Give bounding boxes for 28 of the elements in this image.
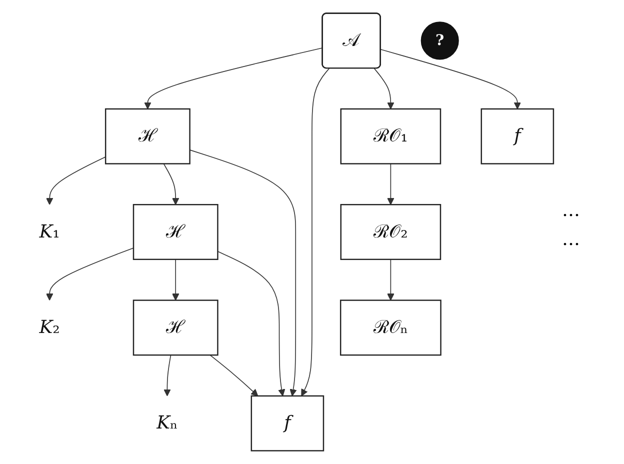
arrow bbox=[387, 163, 394, 205]
node-text: 𝐾₁ bbox=[39, 222, 60, 242]
arrow bbox=[46, 248, 134, 301]
arrow bbox=[164, 354, 172, 396]
node-circle: ? bbox=[420, 22, 459, 60]
node-box: ℋ bbox=[104, 108, 190, 164]
node-box: ℋ bbox=[132, 300, 218, 356]
arrow bbox=[217, 251, 286, 396]
node-text: 𝐾₂ bbox=[39, 317, 60, 338]
arrow bbox=[374, 68, 394, 110]
node-text: 𝐾ₙ bbox=[156, 413, 178, 434]
arrow bbox=[144, 47, 324, 110]
arrow bbox=[163, 163, 180, 205]
node-box: ℛ𝒪₁ bbox=[340, 108, 442, 164]
arrow bbox=[172, 258, 180, 301]
arrow bbox=[301, 68, 330, 396]
arrow bbox=[380, 49, 522, 110]
ellipsis-text: … bbox=[562, 229, 581, 250]
ellipsis-text: … bbox=[562, 200, 581, 221]
arrow bbox=[210, 354, 258, 396]
arrow bbox=[387, 258, 394, 301]
node-box: ℛ𝒪₂ bbox=[340, 204, 442, 260]
node-box: 𝑓 bbox=[250, 395, 324, 452]
arrow bbox=[189, 150, 297, 396]
node-box: ℛ𝒪ₙ bbox=[340, 300, 442, 356]
node-box: 𝑓 bbox=[480, 108, 554, 164]
arrow bbox=[46, 156, 106, 205]
node-box: ℋ bbox=[132, 204, 218, 260]
